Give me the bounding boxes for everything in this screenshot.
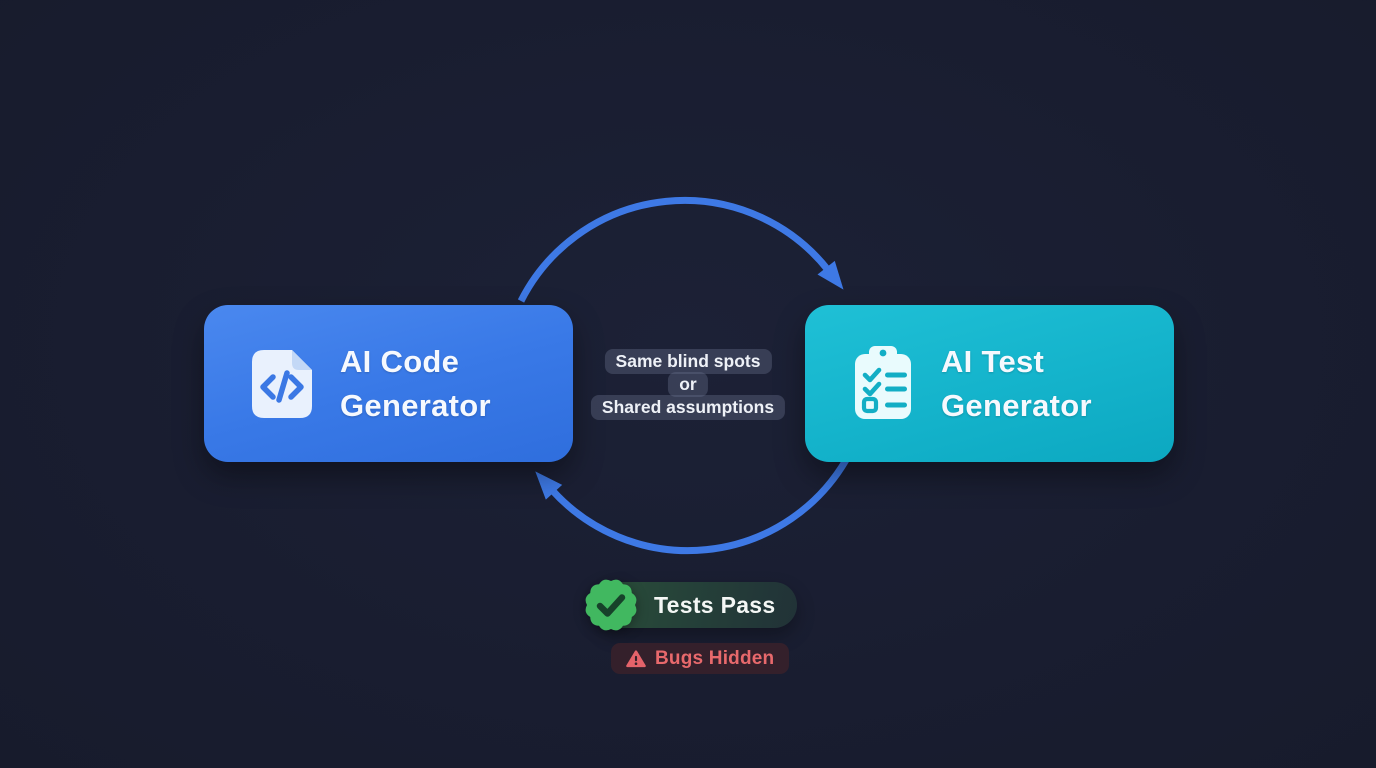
node-ai-test-generator: AI Test Generator	[805, 305, 1174, 462]
node-title-line1: AI Test	[941, 343, 1045, 379]
warning-triangle-icon	[626, 649, 646, 667]
loop-caption: Same blind spots or Shared assumptions	[590, 349, 786, 420]
node-title: AI Code Generator	[340, 340, 491, 428]
tests-pass-label: Tests Pass	[654, 591, 776, 618]
tests-pass-badge: Tests Pass	[585, 579, 798, 631]
loop-caption-line: Same blind spots	[591, 349, 785, 374]
loop-caption-line: Shared assumptions	[590, 395, 786, 420]
code-file-icon	[252, 349, 312, 418]
bugs-hidden-label: Bugs Hidden	[655, 647, 775, 669]
clipboard-checklist-icon	[855, 345, 911, 419]
node-title-line2: Generator	[340, 387, 491, 423]
loop-caption-line: or	[591, 372, 785, 397]
node-title: AI Test Generator	[941, 340, 1092, 428]
verified-seal-check-icon	[585, 579, 637, 631]
node-title-line2: Generator	[941, 387, 1092, 423]
node-title-line1: AI Code	[340, 343, 460, 379]
node-ai-code-generator: AI Code Generator	[204, 305, 573, 462]
bugs-hidden-badge: Bugs Hidden	[611, 643, 790, 674]
arrow-test-to-code	[535, 458, 850, 555]
arrow-code-to-test	[517, 196, 844, 303]
